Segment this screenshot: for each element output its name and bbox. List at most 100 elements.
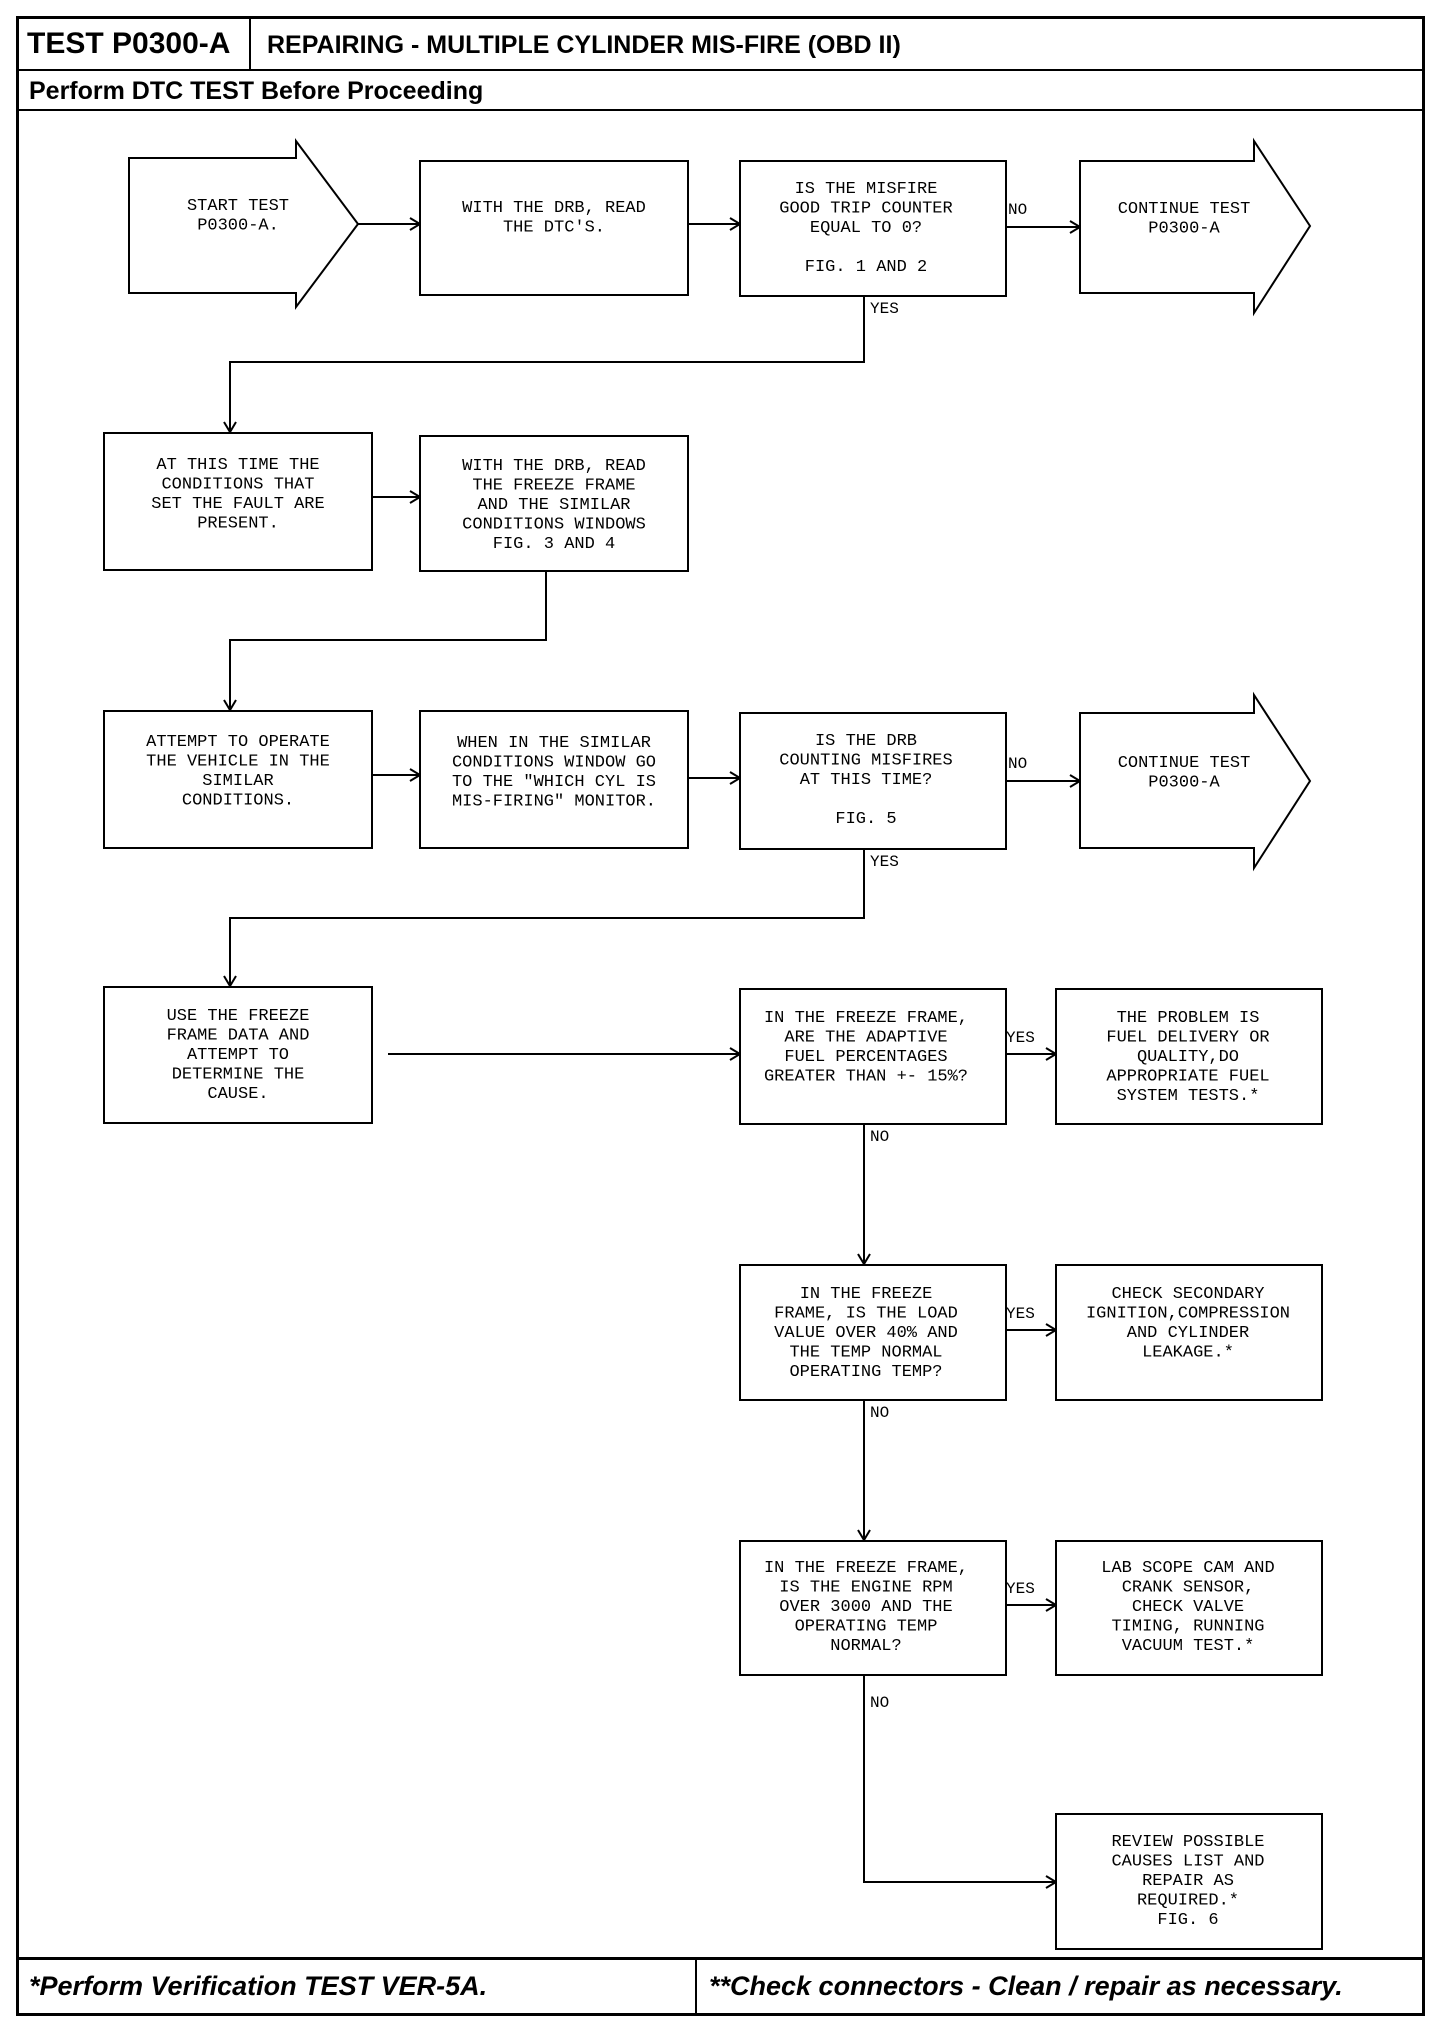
footer-note-connectors: **Check connectors - Clean / repair as n… [709, 1971, 1343, 2001]
label-no-adaptive: NO [870, 1128, 889, 1146]
node-text-line: IS THE MISFIRE [795, 180, 938, 199]
box-read-dtc [419, 160, 689, 296]
box-attempt-operate [103, 710, 373, 849]
label-no-q1: NO [1008, 201, 1027, 219]
connector-rpm-no [863, 1675, 1056, 1883]
decision-box-adaptive-fuel [739, 988, 1007, 1125]
box-similar-window [419, 710, 689, 849]
node-text-line: CONDITIONS. [182, 792, 294, 811]
node-text-line: FRAME DATA AND [167, 1027, 310, 1046]
node-text-line: FIG. 5 [835, 810, 896, 829]
node-text-line: NORMAL? [830, 1637, 901, 1656]
footer-note-verification: *Perform Verification TEST VER-5A. [29, 1971, 488, 2001]
test-id: TEST P0300-A [19, 19, 251, 69]
node-text-line: CONTINUE TEST [1118, 200, 1251, 219]
connector-q1-yes [229, 296, 865, 432]
node-text-line: SIMILAR [202, 772, 273, 791]
node-text-line: LEAKAGE.* [1142, 1344, 1234, 1363]
box-use-freeze-data [103, 986, 373, 1124]
node-text-line: REQUIRED.* [1137, 1892, 1239, 1911]
node-text-line: AT THIS TIME THE [156, 456, 319, 475]
node-text-line: CONDITIONS WINDOW GO [452, 754, 656, 773]
node-text-line: FRAME, IS THE LOAD [774, 1305, 958, 1324]
node-text-line: PRESENT. [197, 515, 279, 534]
header-row: TEST P0300-A REPAIRING - MULTIPLE CYLIND… [19, 19, 1422, 71]
node-text-line: APPROPRIATE FUEL [1106, 1068, 1269, 1087]
node-text-line: VALUE OVER 40% AND [774, 1324, 958, 1343]
decision-box-load-value [739, 1264, 1007, 1401]
test-sheet: TEST P0300-A REPAIRING - MULTIPLE CYLIND… [16, 16, 1425, 2016]
node-text-line: CHECK SECONDARY [1111, 1285, 1264, 1304]
subheader-row: Perform DTC TEST Before Proceeding [19, 71, 1422, 111]
node-text-line: CAUSES LIST AND [1111, 1853, 1264, 1872]
node-text-line: WHEN IN THE SIMILAR [457, 734, 651, 753]
box-review-causes [1055, 1813, 1323, 1950]
shapes [103, 137, 1323, 1950]
label-yes-q1: YES [870, 300, 899, 318]
node-text-line: OPERATING TEMP? [789, 1363, 942, 1382]
connectors [223, 217, 1082, 1889]
node-text-line: GREATER THAN +- 15%? [764, 1068, 968, 1087]
node-text-line: SET THE FAULT ARE [151, 495, 324, 514]
node-text-line: FIG. 1 AND 2 [805, 258, 927, 277]
node-text-line: CHECK VALVE [1132, 1598, 1244, 1617]
node-text-line: OPERATING TEMP [795, 1618, 938, 1637]
node-text-line: AND CYLINDER [1127, 1324, 1249, 1343]
label-no-q2: NO [1008, 755, 1027, 773]
node-text-line: OVER 3000 AND THE [779, 1598, 952, 1617]
footer-divider [695, 1960, 697, 2013]
node-text-line: GOOD TRIP COUNTER [779, 200, 952, 219]
node-text-line: VACUUM TEST.* [1122, 1637, 1255, 1656]
node-text-line: IN THE FREEZE FRAME, [764, 1009, 968, 1028]
node-text-line: COUNTING MISFIRES [779, 752, 952, 771]
node-text-line: CONDITIONS THAT [161, 476, 314, 495]
node-text-line: FIG. 6 [1157, 1911, 1218, 1930]
box-check-secondary [1055, 1264, 1323, 1401]
node-text-line: CONTINUE TEST [1118, 754, 1251, 773]
label-yes-adaptive: YES [1006, 1029, 1035, 1047]
node-text-line: ARE THE ADAPTIVE [784, 1029, 947, 1048]
node-text-line: IN THE FREEZE [800, 1285, 933, 1304]
label-no-rpm: NO [870, 1694, 889, 1712]
node-text-line: TIMING, RUNNING [1111, 1618, 1264, 1637]
node-text-line: IGNITION,COMPRESSION [1086, 1305, 1290, 1324]
node-text-line: WITH THE DRB, READ [462, 199, 646, 218]
label-yes-rpm: YES [1006, 1580, 1035, 1598]
node-text-line: THE DTC'S. [503, 219, 605, 238]
node-text-line: CAUSE. [207, 1085, 268, 1104]
node-text-line: DETERMINE THE [172, 1066, 305, 1085]
connector-q2-yes [229, 849, 865, 986]
node-text-line: FUEL DELIVERY OR [1106, 1029, 1269, 1048]
node-text-line: AT THIS TIME? [800, 771, 933, 790]
label-no-load: NO [870, 1404, 889, 1422]
node-text-line: IS THE DRB [815, 732, 917, 751]
label-yes-q2: YES [870, 853, 899, 871]
node-text-line: THE FREEZE FRAME [472, 477, 635, 496]
decision-box-trip-counter [739, 160, 1007, 297]
decision-box-engine-rpm [739, 1540, 1007, 1676]
node-text-line: THE TEMP NORMAL [789, 1344, 942, 1363]
node-text-line: IS THE ENGINE RPM [779, 1579, 952, 1598]
branch-labels: NO YES NO YES YES NO YES NO YES NO [870, 201, 1035, 1712]
continue-arrow-shape-2 [1079, 691, 1312, 872]
node-text-line: MIS-FIRING" MONITOR. [452, 793, 656, 812]
node-text-line: FIG. 3 AND 4 [493, 535, 615, 554]
box-lab-scope [1055, 1540, 1323, 1676]
node-text-line: SYSTEM TESTS.* [1117, 1087, 1260, 1106]
page-title: REPAIRING - MULTIPLE CYLINDER MIS-FIRE (… [267, 31, 901, 59]
connector-freeze-attempt [229, 571, 547, 710]
